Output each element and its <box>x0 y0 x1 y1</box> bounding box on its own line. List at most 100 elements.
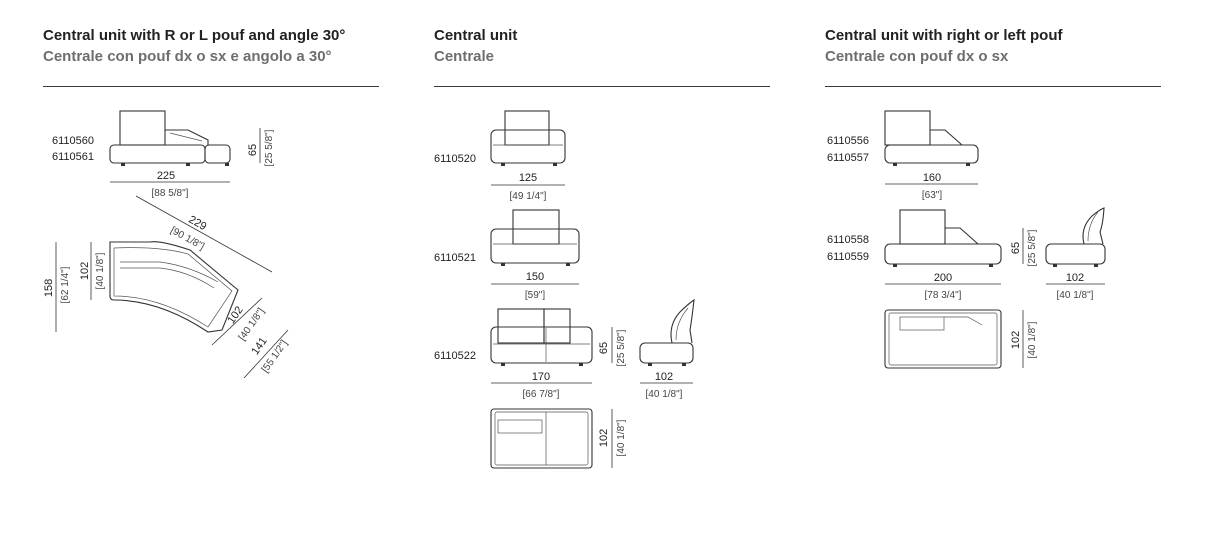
depth-value: 158 <box>43 279 55 297</box>
angle-unit-outline <box>109 241 239 333</box>
back-cushion <box>119 110 166 146</box>
inner-depth-inches: [40 1/8"] <box>95 252 106 289</box>
angle-unit-plan-view: 229 [90 1/8"] 158 [62 1/4"] 102 [40 1/8"… <box>43 195 290 379</box>
height-inches: [25 5/8"] <box>264 129 275 166</box>
product-code: 6110522 <box>434 350 476 362</box>
section-central-unit: Central unit Centrale <box>434 26 770 87</box>
central-unit-170: 6110522 170 [66 7/8"] 65 [25 5/8"] 102 [… <box>434 298 695 400</box>
width-inches: [88 5/8"] <box>152 188 189 199</box>
central-unit-150: 6110521 150 [59"] <box>434 209 580 301</box>
arm-total-value: 141 <box>249 335 269 357</box>
section-title-en: Central unit with R or L pouf and angle … <box>43 27 346 44</box>
width-inches: [59"] <box>525 290 545 301</box>
pouf-slope <box>165 129 209 145</box>
pouf-unit-plan-view: 102 [40 1/8"] <box>884 309 1038 369</box>
back-cushion-line <box>120 261 219 283</box>
arm-depth-value: 102 <box>225 304 245 326</box>
section-title-en: Central unit <box>434 27 518 44</box>
pouf-unit-160: 6110556 6110557 160 [63"] <box>827 110 979 201</box>
width-value: 160 <box>923 172 941 184</box>
depth-inches: [40 1/8"] <box>616 419 627 456</box>
angle-unit-front-view: 6110560 6110561 225 [88 5/8"] 65 [25 5/8… <box>52 110 275 199</box>
foot <box>989 264 993 267</box>
divider <box>434 86 770 87</box>
divider <box>825 86 1161 87</box>
seat <box>490 228 580 264</box>
depth-inches: [40 1/8"] <box>646 389 683 400</box>
side-seat <box>639 342 694 364</box>
plan-back-cushion <box>497 419 543 434</box>
diagonal-dimension-line <box>135 195 273 273</box>
depth-inches: [62 1/4"] <box>60 266 71 303</box>
foot <box>893 264 897 267</box>
section-angle-unit: Central unit with R or L pouf and angle … <box>43 26 379 87</box>
foot <box>1094 264 1098 267</box>
pouf-slope <box>930 129 963 146</box>
seat <box>490 326 593 364</box>
plan-outline <box>884 309 1002 369</box>
foot <box>1053 264 1057 267</box>
plan-back-cushion <box>899 316 945 331</box>
product-code: 6110560 <box>52 135 94 147</box>
foot <box>501 163 505 166</box>
back-cushion <box>543 308 571 344</box>
product-code: 6110561 <box>52 151 94 163</box>
foot <box>893 163 897 166</box>
seat <box>109 144 206 164</box>
pouf-unit-200: 6110558 6110559 200 [78 3/4"] 65 [25 5/8… <box>827 207 1106 301</box>
height-value: 65 <box>1010 242 1022 254</box>
height-value: 65 <box>598 342 610 354</box>
foot <box>579 363 583 366</box>
width-inches: [66 7/8"] <box>523 389 560 400</box>
diagonal-value: 229 <box>187 214 209 233</box>
height-value: 65 <box>247 144 259 156</box>
width-value: 150 <box>526 271 544 283</box>
foot <box>682 363 686 366</box>
depth-inches: [40 1/8"] <box>1027 321 1038 358</box>
back-cushion <box>884 110 931 146</box>
side-backrest-line <box>675 307 689 341</box>
width-inches: [63"] <box>922 190 942 201</box>
pouf-slope <box>945 227 979 245</box>
section-title-it: Centrale con pouf dx o sx <box>825 48 1009 65</box>
side-seat <box>1045 243 1106 265</box>
product-code: 6110558 <box>827 234 869 246</box>
section-title-it: Centrale con pouf dx o sx e angolo a 30° <box>43 48 332 65</box>
width-inches: [49 1/4"] <box>510 191 547 202</box>
seat <box>490 129 566 164</box>
width-value: 170 <box>532 371 550 383</box>
width-value: 225 <box>157 170 175 182</box>
depth-value: 102 <box>1010 331 1022 349</box>
foot <box>501 363 505 366</box>
seat <box>884 243 1002 265</box>
product-code: 6110556 <box>827 135 869 147</box>
depth-value: 102 <box>655 371 673 383</box>
depth-value: 102 <box>598 429 610 447</box>
seat <box>884 144 979 164</box>
product-code: 6110557 <box>827 152 869 164</box>
pouf-seat <box>204 144 231 164</box>
inner-depth-value: 102 <box>79 262 91 280</box>
foot <box>966 163 970 166</box>
back-cushion <box>512 209 560 245</box>
central-unit-plan-view: 102 [40 1/8"] <box>490 408 627 469</box>
depth-inches: [40 1/8"] <box>1057 290 1094 301</box>
central-unit-125: 6110520 125 [49 1/4"] <box>434 110 566 202</box>
divider <box>43 86 379 87</box>
side-backrest <box>1082 207 1105 245</box>
section-title-it: Centrale <box>434 48 495 65</box>
section-pouf-unit: Central unit with right or left pouf Cen… <box>825 26 1161 87</box>
back-cushion <box>899 209 946 245</box>
pouf-line <box>169 132 203 142</box>
plan-inner <box>888 312 998 366</box>
side-backrest-line <box>1087 211 1099 242</box>
plan-pouf-line <box>944 316 983 326</box>
plan-outline <box>490 408 593 469</box>
product-code: 6110559 <box>827 251 869 263</box>
foot <box>225 163 229 166</box>
side-backrest <box>670 298 695 344</box>
arm-total-line <box>243 329 289 379</box>
foot <box>553 163 557 166</box>
back-cushion-line <box>120 267 215 289</box>
